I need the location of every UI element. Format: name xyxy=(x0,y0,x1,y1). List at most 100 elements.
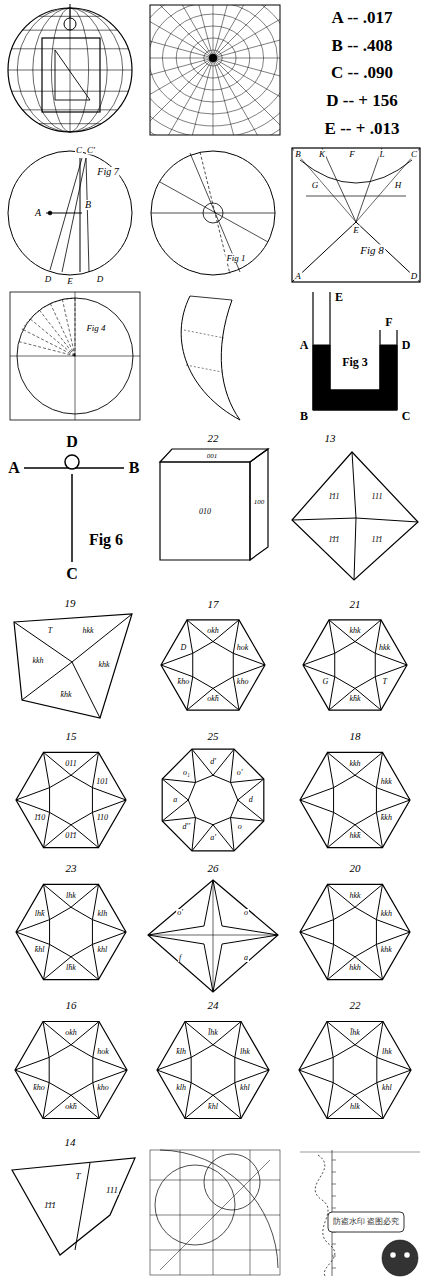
figure-label: 1̄1̄1 xyxy=(328,536,341,544)
figure-label: kkh xyxy=(31,657,44,665)
figure-label: klh xyxy=(96,910,108,918)
figure-label: F xyxy=(348,150,356,159)
figure-label: 011 xyxy=(64,760,77,768)
figure-label: hkk xyxy=(380,778,393,786)
grid-centre xyxy=(209,54,217,62)
radial-line xyxy=(23,330,75,356)
figure-label: F xyxy=(384,316,393,328)
figure-label: khl xyxy=(381,1084,393,1092)
grid-ring xyxy=(150,5,280,135)
parallel xyxy=(12,48,129,49)
crystal-outline xyxy=(299,1022,411,1119)
crystal-face xyxy=(49,1045,93,1095)
crystal-edge xyxy=(231,749,235,782)
crystal-edge xyxy=(376,800,410,812)
figure-label: 001 xyxy=(206,453,219,460)
figure-label: 100 xyxy=(253,499,266,506)
figure-label: lhk xyxy=(381,1048,393,1056)
figure-label: B xyxy=(294,150,302,159)
figure-label: khl xyxy=(239,1084,251,1092)
crystal-edge xyxy=(162,779,195,783)
grid-ray xyxy=(156,58,213,135)
grid-ray xyxy=(150,5,213,58)
crystal-face xyxy=(188,775,238,825)
construction-line xyxy=(356,148,382,222)
pivot-circle xyxy=(65,455,79,469)
grid-ring xyxy=(150,5,280,135)
grid-ray xyxy=(213,5,280,58)
crystal-edge xyxy=(16,800,50,812)
figure-label: A xyxy=(34,208,42,218)
grid-ray xyxy=(150,58,213,59)
parallel xyxy=(8,70,132,71)
figure-label: 21 xyxy=(349,599,362,610)
grid-ray xyxy=(150,5,213,58)
figure-label: k̄hk xyxy=(59,691,72,699)
crystal-edge xyxy=(328,752,334,787)
figure-label: 23 xyxy=(65,863,78,874)
figure-label: C xyxy=(401,410,412,422)
grid-ray xyxy=(150,5,213,58)
crystal-face xyxy=(334,775,377,825)
crystal-edge xyxy=(303,665,335,677)
figure-label: okh̄ xyxy=(64,1103,78,1111)
grid-ring xyxy=(150,5,280,135)
robot-eye xyxy=(404,1252,410,1258)
watermark-box xyxy=(328,1212,404,1232)
crystal-edge xyxy=(235,1070,269,1083)
parallel xyxy=(12,91,129,92)
figure-label: hkk xyxy=(378,644,391,652)
figure-label: B xyxy=(128,460,141,476)
crystal-outline xyxy=(303,620,407,710)
figure-label: a xyxy=(172,796,178,804)
figure-label: C xyxy=(410,150,418,159)
construction-circle xyxy=(155,1165,235,1245)
figure-label: 111 xyxy=(105,1186,119,1195)
crystal-edge xyxy=(92,920,126,932)
crystal-edge xyxy=(187,620,193,653)
construction-line xyxy=(306,196,406,197)
crystal-edge xyxy=(213,880,214,992)
construction-line xyxy=(356,148,420,222)
crystal-edge xyxy=(299,1070,333,1083)
curve xyxy=(181,296,240,420)
construction-line xyxy=(160,1160,270,1270)
figure-label: lh̄k xyxy=(65,964,77,972)
axis-tick xyxy=(332,1208,336,1209)
grid-ray xyxy=(213,5,280,58)
figure-label: 19 xyxy=(64,598,77,609)
crystal-outline xyxy=(14,614,132,718)
figure-label: kho xyxy=(236,678,250,686)
figure-label: 11̄1 xyxy=(371,536,384,544)
figure-label: 1̄10 xyxy=(33,814,46,822)
crystal-star xyxy=(148,880,278,992)
crystal-face xyxy=(333,1045,377,1095)
figure-label: T xyxy=(381,678,387,686)
figure-label: hok xyxy=(96,1048,110,1056)
figure-label: khl xyxy=(96,946,108,954)
crystal-edge xyxy=(16,788,50,800)
figure-label: T xyxy=(47,627,53,635)
crystal-outline xyxy=(12,1158,135,1255)
figure-label: d' xyxy=(209,758,217,766)
grid-ray xyxy=(213,58,280,135)
figure-label: hkk xyxy=(348,892,361,900)
crystal-edge xyxy=(75,1163,90,1250)
crystal-outline xyxy=(292,452,418,580)
figure-label: d xyxy=(248,796,254,804)
crystal-edge xyxy=(377,1070,411,1083)
point-dot xyxy=(48,211,52,215)
crystal-outline xyxy=(161,620,265,710)
figure-label: Fig 4 xyxy=(85,324,106,333)
crystal-edge xyxy=(375,677,381,710)
figure-label: lhk xyxy=(239,1048,251,1056)
radial-line xyxy=(19,342,75,356)
figure-label: l̄hk xyxy=(207,1029,219,1037)
construction-line xyxy=(322,148,356,222)
figure-label: khk xyxy=(97,661,110,669)
figure-label: hlk xyxy=(349,1103,361,1111)
crystal-edge xyxy=(300,788,334,800)
figure-label: A xyxy=(299,339,310,351)
figure-label: D xyxy=(410,272,419,281)
